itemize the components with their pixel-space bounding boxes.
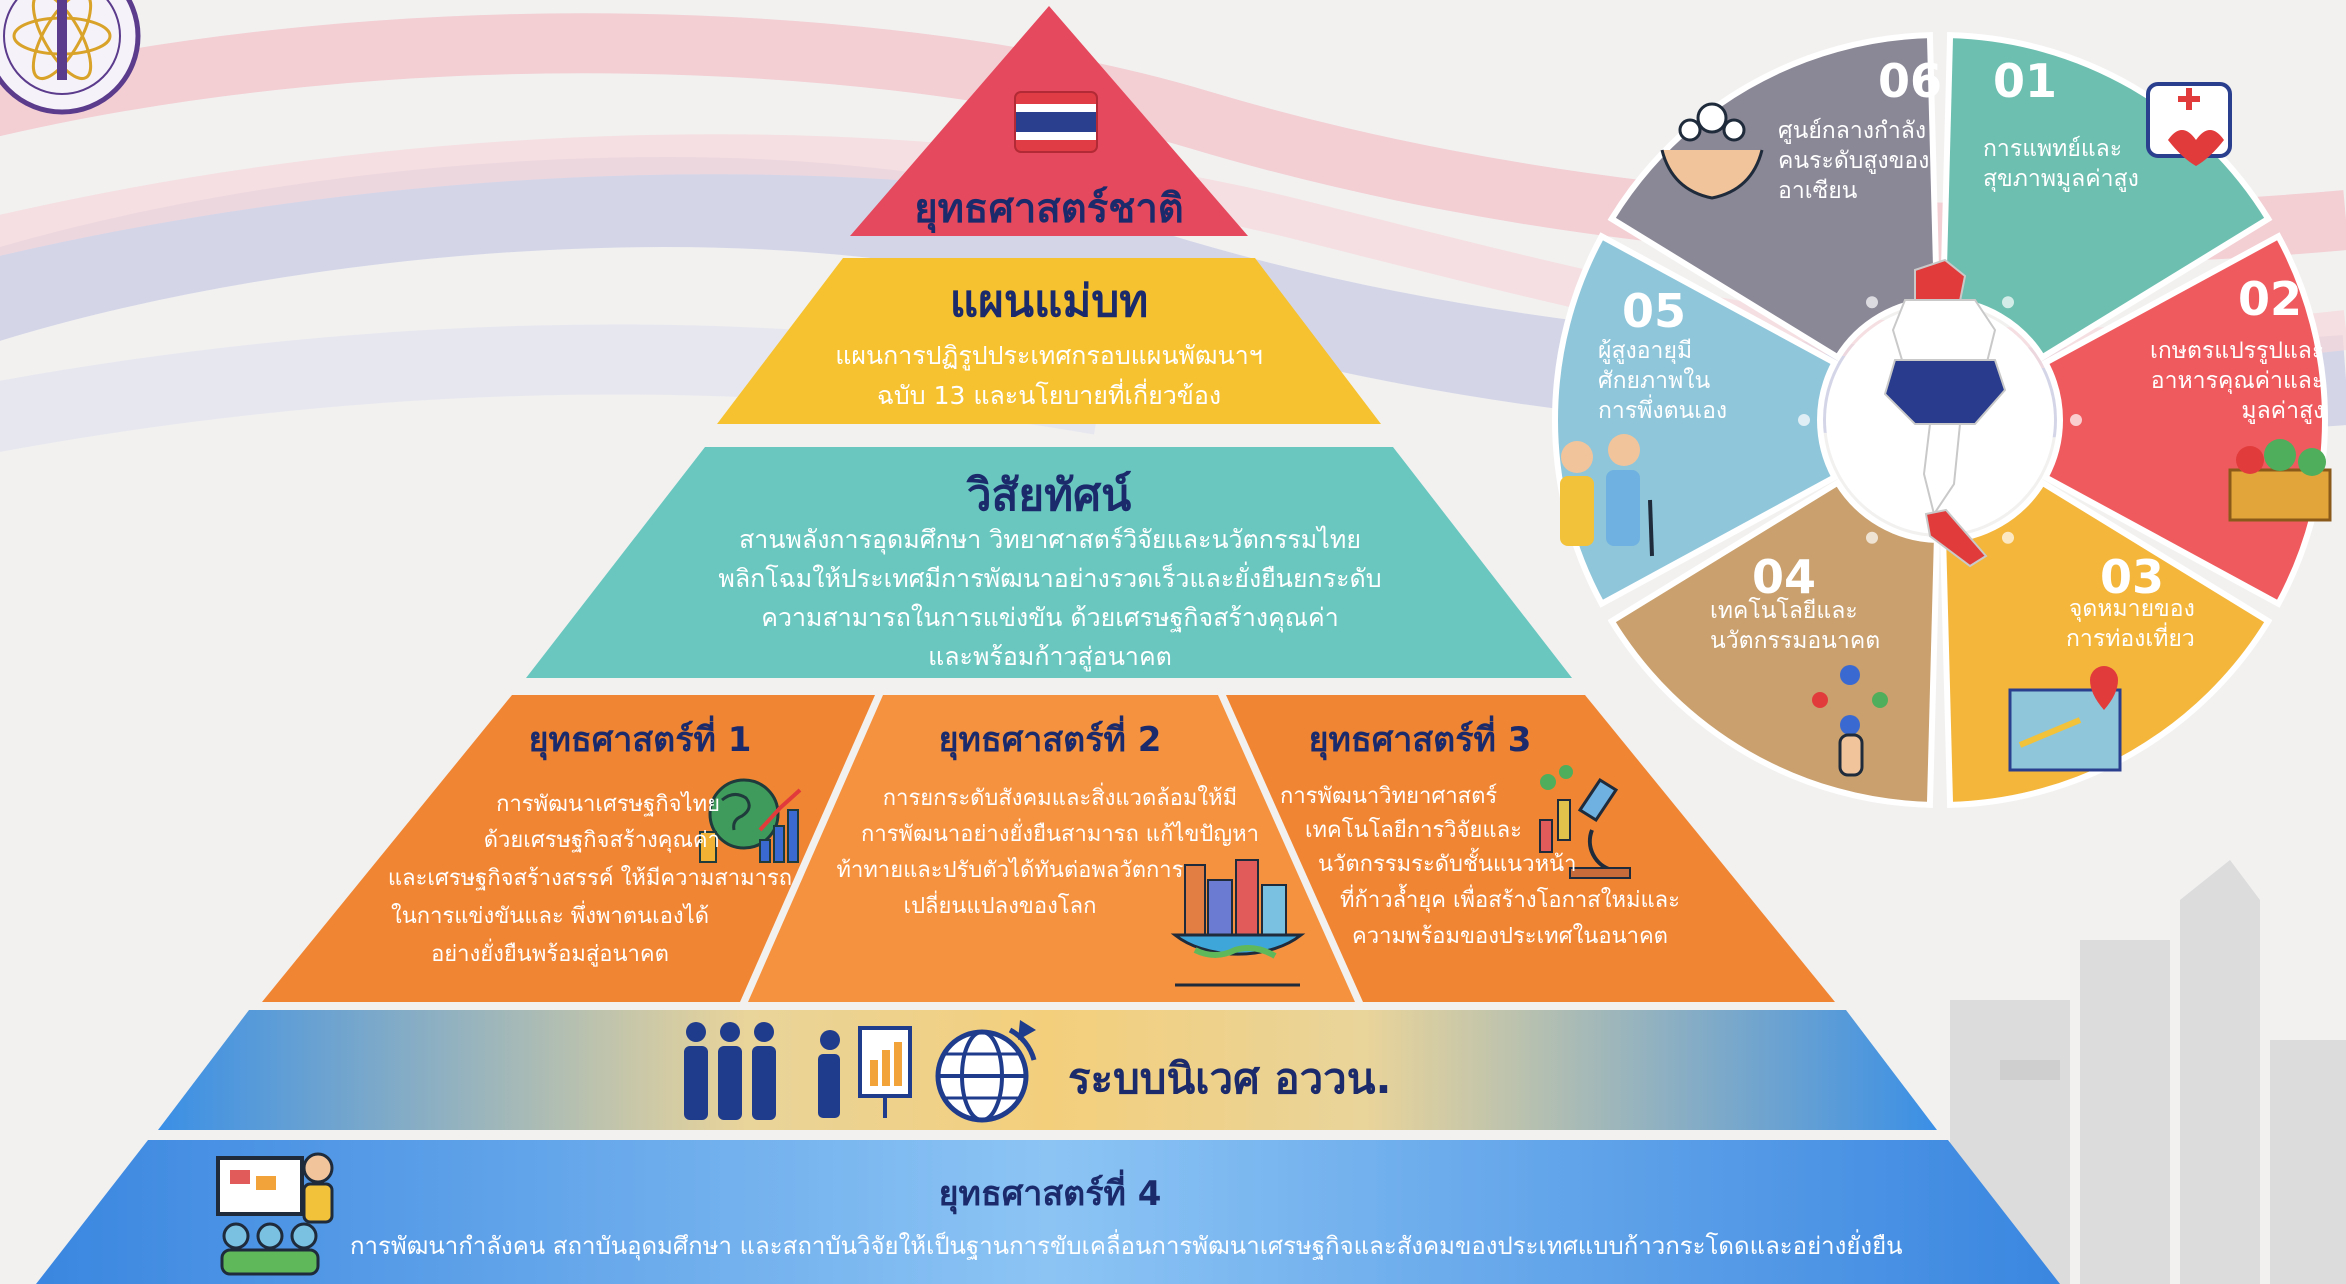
thai-flag-icon: [1014, 91, 1098, 153]
thailand-map-icon: [1883, 258, 2007, 568]
background-skyline: [1950, 860, 2346, 1284]
focus-areas-wheel: [1552, 32, 2332, 808]
wheel-label-line: การแพทย์และ: [1983, 136, 2123, 162]
wheel-label-04: เทคโนโลยีและนวัตกรรมอนาคต: [1710, 596, 1880, 656]
wheel-notch-01: [2002, 296, 2014, 309]
wheel-number-01: 01: [1993, 54, 2058, 108]
strategy-1-panel: [262, 695, 875, 1002]
wheel-notch-04: [1866, 531, 1878, 544]
vision-line-1: สานพลังการอุดมศึกษา วิทยาศาสตร์วิจัยและน…: [739, 525, 1361, 554]
elderly-couple-icon: [1560, 434, 1654, 557]
strategy-1-line-2: ด้วยเศรษฐกิจสร้างคุณค่า: [483, 828, 720, 853]
wheel-label-03: จุดหมายของการท่องเที่ยว: [2066, 594, 2195, 654]
wheel-label-line: ผู้สูงอายุมี: [1598, 338, 1693, 364]
strategy-1-line-5: อย่างยั่งยืนพร้อมสู่อนาคต: [431, 942, 669, 967]
strategy-3-line-1: การพัฒนาวิทยาศาสตร์: [1280, 784, 1498, 809]
city-globe-icon: [1170, 859, 1306, 987]
strategy-1-line-1: การพัฒนาเศรษฐกิจไทย: [496, 792, 720, 817]
vision-line-4: และพร้อมก้าวสู่อนาคต: [928, 642, 1172, 671]
strategy-2-title: ยุทธศาสตร์ที่ 2: [938, 720, 1162, 760]
wheel-segment-01: [1940, 32, 2273, 362]
strategy-2-line-2: การพัฒนาอย่างยั่งยืนสามารถ แก้ไขปัญหา: [861, 822, 1259, 847]
wheel-label-line: คนระดับสูงของ: [1778, 148, 1930, 174]
ecosystem-tier: [158, 1010, 1937, 1130]
wheel-label-line: การท่องเที่ยว: [2066, 626, 2195, 652]
wheel-number-06: 06: [1878, 54, 1943, 108]
wheel-label-line: เกษตรแปรรูปและ: [2150, 338, 2325, 364]
strategy-3-line-3: นวัตกรรมระดับชั้นแนวหน้า: [1318, 852, 1577, 877]
wheel-label-line: ศักยภาพใน: [1598, 368, 1711, 394]
strategy-1-title: ยุทธศาสตร์ที่ 1: [528, 720, 752, 760]
strategy-3-title: ยุทธศาสตร์ที่ 3: [1308, 720, 1532, 760]
microscope-icon: [1539, 765, 1631, 879]
training-class-icon: [216, 1152, 334, 1276]
wheel-label-line: มูลค่าสูง: [2241, 398, 2325, 424]
strategy-4-tier: [36, 1140, 2060, 1284]
wheel-notch-03: [2002, 531, 2014, 544]
wheel-label-05: ผู้สูงอายุมีศักยภาพในการพึ่งตนเอง: [1598, 336, 1727, 426]
wheel-label-line: จุดหมายของ: [2068, 596, 2195, 622]
medical-kit-icon: [2146, 82, 2232, 166]
wheel-label-line: ศูนย์กลางกำลัง: [1778, 118, 1927, 144]
ministry-logo: [0, 0, 141, 115]
strategy-2-line-1: การยกระดับสังคมและสิ่งแวดล้อมให้มี: [882, 786, 1238, 811]
ecosystem-title: ระบบนิเวศ อววน.: [1068, 1054, 1392, 1103]
wheel-label-line: นวัตกรรมอนาคต: [1710, 628, 1881, 654]
people-group-icon: [684, 1022, 776, 1120]
presentation-icon: [818, 1026, 912, 1118]
thailand-map-part: [1883, 359, 2007, 425]
wheel-label-line: อาเซียน: [1778, 178, 1858, 204]
master-plan-title: แผนแม่บท: [949, 276, 1149, 327]
strategy-4-title: ยุทธศาสตร์ที่ 4: [938, 1174, 1162, 1214]
wheel-notch-06: [1866, 296, 1878, 309]
wheel-notch-02: [2070, 414, 2082, 426]
thailand-map-part: [1922, 423, 1962, 517]
globe-growth-icon: [699, 778, 802, 863]
wheel-label-01: การแพทย์และสุขภาพมูลค่าสูง: [1983, 134, 2139, 194]
strategy-2-line-3: ท้าทายและปรับตัวได้ทันต่อพลวัตการ: [836, 858, 1184, 883]
vision-tier: [526, 447, 1572, 678]
globe-arrow-icon: [935, 1020, 1037, 1123]
wheel-label-02: เกษตรแปรรูปและอาหารคุณค่าและมูลค่าสูง: [2150, 336, 2324, 426]
vision-title: วิสัยทัศน์: [966, 470, 1132, 521]
wheel-segment-06: [1607, 32, 1940, 362]
wheel-number-03: 03: [2100, 550, 2165, 604]
wheel-label-line: สุขภาพมูลค่าสูง: [1983, 166, 2139, 192]
produce-crate-icon: [2228, 439, 2332, 522]
strategy-2-line-4: เปลี่ยนแปลงของโลก: [903, 894, 1097, 919]
wheel-label-06: ศูนย์กลางกำลังคนระดับสูงของอาเซียน: [1778, 116, 1929, 206]
master-plan-tier: [717, 258, 1381, 424]
wheel-label-line: เทคโนโลยีและ: [1710, 598, 1858, 624]
strategy-4-description: การพัฒนากำลังคน สถาบันอุดมศึกษา และสถาบั…: [350, 1232, 1903, 1260]
thailand-map-part: [1924, 508, 1988, 568]
vision-line-3: ความสามารถในการแข่งขัน ด้วยเศรษฐกิจสร้าง…: [761, 603, 1339, 632]
apex-title: ยุทธศาสตร์ชาติ: [914, 186, 1184, 232]
strategy-3-line-4: ที่ก้าวล้ำยุค เพื่อสร้างโอกาสใหม่และ: [1340, 888, 1680, 913]
strategy-1-line-3: และเศรษฐกิจสร้างสรรค์ ให้มีความสามารถ: [387, 866, 793, 891]
strategy-3-line-2: เทคโนโลยีการวิจัยและ: [1305, 818, 1522, 843]
wheel-number-05: 05: [1622, 284, 1687, 338]
wheel-number-04: 04: [1752, 550, 1817, 604]
strategy-1-line-4: ในการแข่งขันและ พึ่งพาตนเองได้: [390, 904, 710, 929]
tech-network-icon: [1812, 665, 1888, 777]
wheel-notch-05: [1798, 414, 1810, 426]
talent-hands-icon: [1660, 102, 1764, 200]
wheel-label-line: การพึ่งตนเอง: [1598, 398, 1728, 424]
master-plan-line-1: แผนการปฏิรูปประเทศกรอบแผนพัฒนาฯ: [835, 341, 1263, 370]
travel-map-icon: [2008, 666, 2122, 772]
wheel-label-line: อาหารคุณค่าและ: [2150, 368, 2325, 394]
master-plan-line-2: ฉบับ 13 และนโยบายที่เกี่ยวข้อง: [876, 381, 1222, 410]
strategy-3-line-5: ความพร้อมของประเทศในอนาคต: [1352, 924, 1668, 949]
wheel-number-02: 02: [2238, 272, 2303, 326]
vision-line-2: พลิกโฉมให้ประเทศมีการพัฒนาอย่างรวดเร็วแล…: [718, 564, 1382, 593]
strategy-3-panel: [1226, 695, 1835, 1002]
